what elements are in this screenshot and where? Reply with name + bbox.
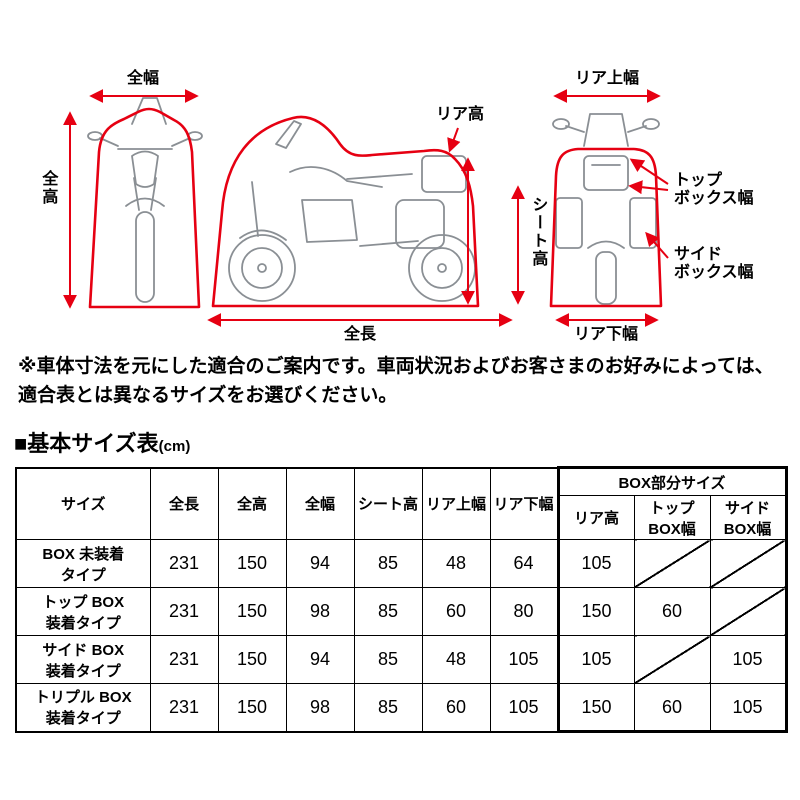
table-cell: 105 (489, 683, 559, 732)
rear-lower-width-label: リア下幅 (573, 326, 638, 343)
motorcycle-diagram-svg (63, 89, 669, 327)
side-box-width-leader (645, 231, 669, 259)
row-label: トップ BOX 装着タイプ (15, 587, 151, 636)
side-box-width-label: サイド ボックス幅 (674, 246, 754, 282)
top-box-width-label: トップ ボックス幅 (674, 172, 754, 208)
row-label: サイド BOX 装着タイプ (15, 635, 151, 684)
section-unit: (cm) (158, 438, 191, 455)
table-cell: 150 (217, 683, 287, 732)
table-row: サイド BOX 装着タイプ 231 150 94 85 48 105 105 1… (15, 635, 788, 684)
overall-height-label: 全高 (39, 170, 57, 206)
table-cell: 98 (285, 683, 355, 732)
side-view-cover-outline (211, 115, 480, 308)
table-cell: 60 (633, 683, 711, 733)
rear-upper-width-label: リア上幅 (574, 70, 639, 87)
table-cell: 48 (421, 539, 491, 588)
table-header-row-1: サイズ 全長 全高 全幅 シート高 リア上幅 リア下幅 BOX部分サイズ (15, 466, 788, 540)
table-cell: 85 (353, 683, 423, 732)
table-cell: 105 (556, 635, 635, 684)
section-heading: ■基本サイズ表(cm) (14, 426, 782, 458)
table-cell: 150 (217, 635, 287, 684)
table-cell: 80 (489, 587, 559, 636)
table-cell: 85 (353, 635, 423, 684)
table-cell: 231 (149, 635, 219, 684)
table-cell: 105 (489, 635, 559, 684)
table-cell-empty (633, 635, 711, 684)
header-length: 全長 (149, 467, 219, 540)
rear-height-label: リア高 (435, 106, 484, 123)
table-cell: 94 (285, 635, 355, 684)
size-table: サイズ 全長 全高 全幅 シート高 リア上幅 リア下幅 BOX部分サイズ リア高… (15, 466, 788, 733)
overall-width-label: 全幅 (126, 70, 159, 87)
header-height: 全高 (217, 467, 287, 540)
rear-view-bike-lineart (552, 113, 660, 305)
dimension-diagram: 全幅 全高 リア高 シート高 全長 リア上幅 トップ ボックス幅 サイド ボック… (0, 0, 800, 345)
table-cell: 60 (421, 683, 491, 732)
table-cell: 60 (421, 587, 491, 636)
size-table-wrapper: サイズ 全長 全高 全幅 シート高 リア上幅 リア下幅 BOX部分サイズ リア高… (15, 466, 788, 733)
header-seat-height: シート高 (353, 467, 423, 540)
table-header-row-2: リア高 トップ BOX幅 サイド BOX幅 (16, 495, 788, 540)
header-side-box: サイド BOX幅 (709, 495, 788, 540)
overall-length-label: 全長 (343, 326, 376, 343)
row-label: トリプル BOX 装着タイプ (15, 683, 151, 732)
rear-height-arrow (447, 127, 475, 305)
header-box-group: BOX部分サイズ (556, 466, 788, 496)
table-cell: 231 (149, 539, 219, 588)
table-row: トリプル BOX 装着タイプ 231 150 98 85 60 105 150 … (15, 683, 788, 733)
header-top-box: トップ BOX幅 (633, 495, 711, 540)
table-cell: 105 (709, 683, 788, 733)
section-title: ■基本サイズ表 (14, 431, 159, 456)
table-cell: 85 (353, 539, 423, 588)
header-rear-lower: リア下幅 (489, 467, 559, 540)
table-row: トップ BOX 装着タイプ 231 150 98 85 60 80 150 60 (15, 587, 788, 636)
table-cell: 150 (556, 587, 635, 636)
table-cell-empty (709, 587, 788, 636)
front-view-cover-outline (88, 107, 201, 309)
seat-height-label: シート高 (529, 196, 547, 268)
header-width: 全幅 (285, 467, 355, 540)
table-cell: 105 (709, 635, 788, 684)
row-label: BOX 未装着 タイプ (15, 539, 151, 588)
table-row: BOX 未装着 タイプ 231 150 94 85 48 64 105 (15, 539, 788, 588)
table-cell: 85 (353, 587, 423, 636)
rear-view-cover-outline (549, 147, 663, 308)
table-cell: 231 (149, 587, 219, 636)
table-cell: 105 (556, 539, 635, 588)
top-box-width-leader (628, 158, 669, 195)
table-cell: 231 (149, 683, 219, 732)
table-cell: 94 (285, 539, 355, 588)
header-rear-upper: リア上幅 (421, 467, 491, 540)
table-cell-empty (633, 539, 711, 588)
table-cell: 150 (556, 683, 635, 733)
table-cell: 98 (285, 587, 355, 636)
side-view-bike-lineart (228, 120, 476, 302)
header-size: サイズ (15, 467, 151, 540)
table-cell: 150 (217, 539, 287, 588)
table-cell: 64 (489, 539, 559, 588)
table-cell-empty (709, 539, 788, 588)
fitment-note: ※車体寸法を元にした適合のご案内です。車両状況およびお客さまのお好みによっては、… (18, 356, 774, 406)
table-cell: 48 (421, 635, 491, 684)
table-cell: 150 (217, 587, 287, 636)
table-cell: 60 (633, 587, 711, 636)
header-rear-height: リア高 (556, 495, 635, 540)
